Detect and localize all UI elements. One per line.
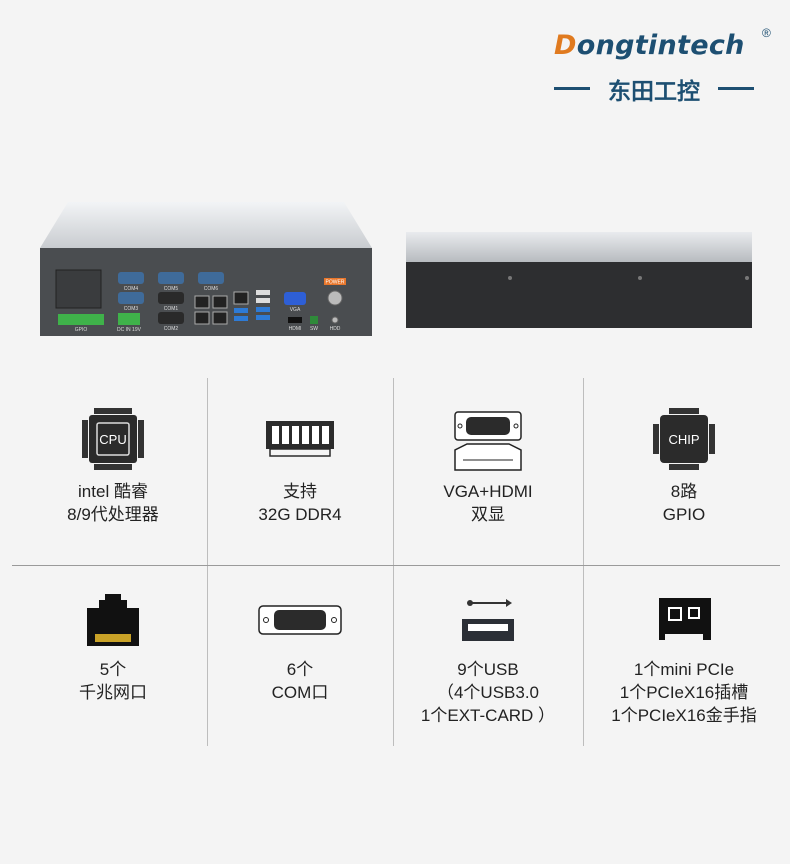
svg-text:CHIP: CHIP (668, 432, 699, 447)
vga-hdmi-icon (454, 411, 522, 471)
port-label-hdd: HDD (330, 326, 341, 332)
divider (207, 378, 208, 566)
divider (207, 566, 208, 746)
feature-text: 千兆网口 (79, 683, 147, 702)
feature-text: 6个 (286, 660, 314, 679)
registered-mark: ® (762, 26, 771, 40)
feature-text: 8/9代处理器 (67, 505, 159, 524)
memory-icon (266, 421, 334, 457)
port-label-gpio: GPIO (75, 327, 88, 333)
feature-text: 1个EXT-CARD ） (420, 706, 556, 725)
svg-text:CPU: CPU (99, 432, 126, 447)
divider (583, 566, 584, 746)
port-label-com2: COM2 (164, 326, 179, 332)
port-label-vga: VGA (290, 307, 301, 313)
feature-text: 9个USB (457, 660, 519, 679)
feature-com: 6个 COM口 (205, 590, 395, 704)
feature-text: 5个 (99, 660, 127, 679)
feature-cpu: CPU intel 酷睿 8/9代处理器 (18, 406, 208, 526)
port-label-hdmi: HDMI (289, 326, 302, 332)
port-label-sw: SW (310, 326, 318, 332)
feature-gpio: CHIP 8路 GPIO (589, 406, 779, 526)
port-label-com6: COM6 (204, 286, 219, 292)
port-label-com3: COM3 (124, 306, 139, 312)
brand-logo: Dongtintech ® 东田工控 (548, 26, 780, 108)
product-rear-image: COM4 COM5 COM6 COM3 COM1 COM2 GPIO DC IN… (40, 202, 372, 336)
feature-ethernet: 5个千兆网口 (18, 590, 208, 704)
feature-text: intel 酷睿 (78, 482, 148, 501)
divider (12, 565, 780, 566)
feature-text: 1个mini PCIe (633, 660, 735, 679)
divider (393, 566, 394, 746)
usb-icon (462, 599, 514, 641)
divider (583, 378, 584, 566)
logo-text: Dongtintech (554, 30, 745, 61)
feature-text: 1个PCIeX16插槽 (619, 683, 749, 702)
feature-text: 双显 (471, 505, 505, 524)
feature-text: 8路 (670, 482, 698, 501)
feature-usb: 9个USB （4个USB3.0 1个EXT-CARD ） (393, 590, 583, 727)
feature-text: 支持 (283, 482, 317, 501)
port-label-com1: COM1 (164, 306, 179, 312)
feature-pcie: 1个mini PCIe 1个PCIeX16插槽 1个PCIeX16金手指 (589, 590, 779, 727)
port-label-com5: COM5 (164, 286, 179, 292)
feature-text: GPIO (662, 505, 706, 524)
port-label-power: POWER (326, 280, 345, 286)
feature-text: 32G DDR4 (258, 505, 342, 524)
ethernet-icon (87, 594, 139, 646)
product-side-image (406, 232, 752, 328)
feature-text: VGA+HDMI (443, 482, 533, 501)
serial-port-icon (258, 605, 342, 635)
logo-chinese: 东田工控 (554, 72, 754, 106)
feature-display: VGA+HDMI 双显 (393, 406, 583, 526)
port-label-dc-in: DC IN 19V (117, 327, 142, 333)
port-label-com4: COM4 (124, 286, 139, 292)
cpu-icon: CPU (82, 408, 144, 470)
feature-memory: 支持 32G DDR4 (205, 406, 395, 526)
feature-text: 1个PCIeX16金手指 (611, 706, 757, 725)
feature-text: （4个USB3.0 (436, 683, 540, 702)
feature-text: COM口 (271, 683, 329, 702)
divider (393, 378, 394, 566)
pcie-card-icon (659, 598, 711, 640)
chip-icon: CHIP (653, 408, 715, 470)
